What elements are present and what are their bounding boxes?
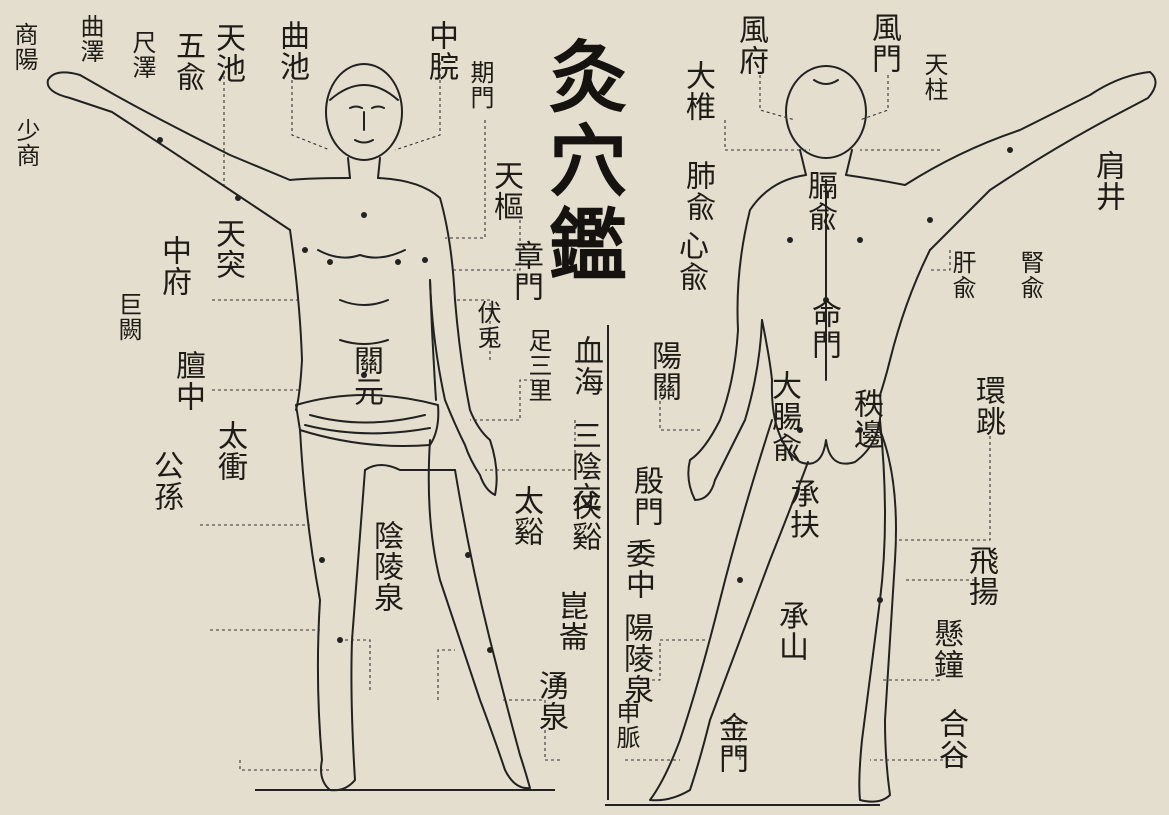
label-juque: 巨闕 — [116, 292, 140, 342]
label-xuanzhong: 懸鐘 — [930, 618, 960, 680]
label-yinmen: 殷門 — [630, 465, 660, 527]
label-dazhui: 大椎 — [682, 60, 712, 122]
label-chengshan: 承山 — [775, 600, 805, 662]
label-yanglingquan: 陽陵泉 — [620, 612, 650, 705]
label-futu: 伏兎 — [475, 300, 499, 350]
label-wuyu: 五兪 — [172, 30, 202, 92]
label-zhibian: 秩邊 — [850, 388, 880, 450]
label-mingmen: 命門 — [808, 298, 838, 360]
label-jianjing: 肩井 — [1092, 150, 1122, 212]
label-zhongwan: 中脘 — [425, 20, 455, 82]
back-body-figure — [650, 66, 1156, 802]
label-ganshu: 肝兪 — [950, 250, 974, 300]
label-taichong: 太衝 — [214, 420, 244, 482]
label-gongsun: 公孫 — [150, 450, 180, 512]
label-yongquan: 湧泉 — [535, 670, 565, 732]
label-dachangshu: 大腸兪 — [768, 370, 798, 463]
label-geshu: 膈兪 — [804, 170, 834, 232]
label-xiaxi: 侠谿 — [568, 490, 598, 552]
label-taixi: 太谿 — [510, 485, 540, 547]
label-hegu: 合谷 — [935, 708, 965, 770]
label-guanyuan: 關元 — [350, 345, 380, 407]
label-feishu: 肺兪 — [682, 160, 712, 222]
label-zhongfu: 中府 — [158, 235, 188, 297]
label-fengmen: 風門 — [868, 12, 898, 74]
label-weizhong: 委中 — [622, 538, 652, 600]
label-shaoshang: 少商 — [14, 118, 38, 168]
label-yaoyangguan: 陽關 — [648, 340, 678, 402]
label-yinlingquan: 陰陵泉 — [370, 520, 400, 613]
label-quchi: 曲池 — [276, 20, 306, 82]
label-feiyang: 飛揚 — [965, 545, 995, 607]
label-qimen: 期門 — [468, 60, 492, 110]
page-title: 灸穴鑑 — [540, 36, 622, 288]
label-xinshu: 心兪 — [675, 230, 705, 292]
label-tianshu: 天樞 — [490, 160, 520, 222]
back-head — [786, 66, 866, 158]
label-zusanli: 足三里 — [526, 328, 550, 403]
front-body-figure — [48, 64, 530, 790]
label-chize: 尺澤 — [130, 30, 154, 80]
label-tiantu: 天突 — [212, 218, 242, 280]
label-shangyang: 商陽 — [12, 22, 36, 72]
label-shenmai: 申脈 — [614, 700, 638, 750]
label-shenshu: 腎兪 — [1018, 250, 1042, 300]
label-shanzhong: 膻中 — [172, 350, 202, 412]
label-xuehai: 血海 — [570, 335, 600, 397]
label-huantiao: 環跳 — [972, 375, 1002, 437]
label-fengfu: 風府 — [735, 14, 765, 76]
label-tianchi: 天池 — [212, 22, 242, 84]
label-quze: 曲澤 — [78, 14, 102, 64]
label-jinmen: 金門 — [715, 712, 745, 774]
label-tianzhu: 天柱 — [922, 52, 946, 102]
label-chengfu: 承扶 — [786, 478, 816, 540]
label-zhangmen: 章門 — [510, 240, 540, 302]
label-kunlun: 崑崙 — [555, 590, 585, 652]
